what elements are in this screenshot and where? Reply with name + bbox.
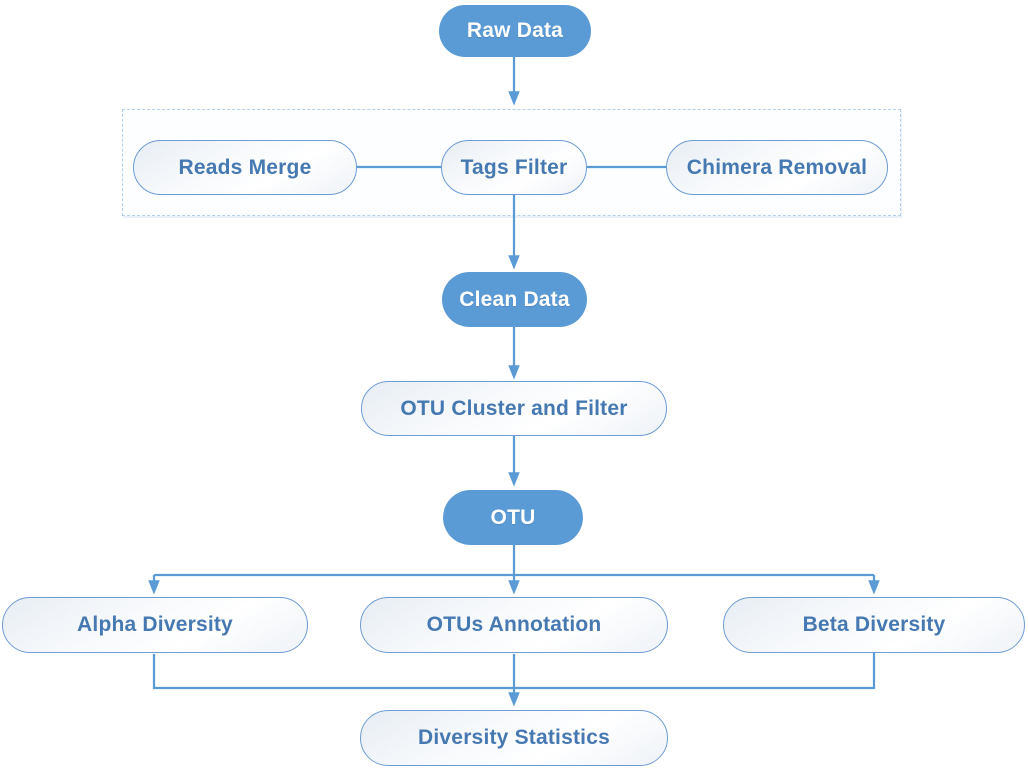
node-diversity-statistics: Diversity Statistics bbox=[360, 710, 668, 766]
node-reads-merge: Reads Merge bbox=[133, 140, 357, 195]
node-clean-data: Clean Data bbox=[442, 272, 587, 327]
node-otus-annotation: OTUs Annotation bbox=[360, 597, 668, 653]
node-tags-filter: Tags Filter bbox=[441, 140, 587, 195]
node-chimera-removal: Chimera Removal bbox=[666, 140, 888, 195]
node-beta-diversity: Beta Diversity bbox=[723, 597, 1025, 653]
node-otu: OTU bbox=[443, 490, 583, 545]
node-otu-cluster-and-filter: OTU Cluster and Filter bbox=[361, 381, 667, 436]
node-raw-data: Raw Data bbox=[439, 5, 591, 57]
node-alpha-diversity: Alpha Diversity bbox=[2, 597, 308, 653]
